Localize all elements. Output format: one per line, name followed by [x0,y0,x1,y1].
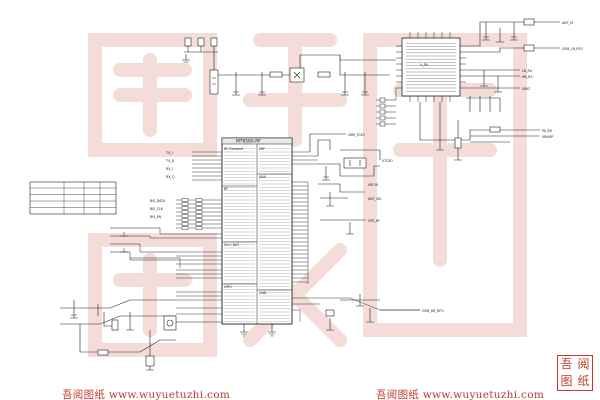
pa-module-label: U_PA [420,63,429,67]
rf-output-traces [466,18,560,112]
pa-bias-network [419,102,540,161]
bottom-left-network [60,299,222,371]
chip-section-gpio: GPIO [224,285,232,289]
net-vrf18: VRF18 [368,183,378,187]
tcxo-network [309,133,381,235]
watermark-left-text: 吾阅图纸 www.wuyuetuzhi.com [62,389,231,400]
chip-left-series-resistors [181,198,203,230]
config-table [29,181,117,215]
net-rx-q: RX_Q [166,175,175,179]
net-gps-rf: GPS_RF [368,219,380,223]
net-lb-out: GSM_LB_RFO [562,47,583,51]
chip-section-ana: ANA [259,175,267,179]
net-bsi-clk: BSI_CLK [150,207,164,211]
net-pa-en: PA_EN [542,129,553,133]
net-hb-in: HB_RX [522,75,533,79]
net-hb-out: GSM_HB_RFO [422,309,444,313]
main-ic: MT6580-RF RF Frontend RF Ctrl / DAT GPIO… [221,137,293,325]
seal-char: 纸 [577,374,590,388]
net-vramp: VRAMP [542,135,553,139]
pa-module: U_PA [396,32,466,102]
chip-name: MT6580-RF [236,139,261,145]
net-rx-i: RX_I [166,167,173,171]
pa-control-lines [339,55,397,127]
net-ant-sel: ANT_SEL [368,197,382,201]
net-bsi-en: BSI_EN [150,215,162,219]
power-filter-chain [184,37,390,96]
chip-section-ctrl: Ctrl / DAT [224,243,239,247]
net-vtcxo: VTCXO [382,159,393,163]
seal-char: 阅 [577,357,590,371]
net-lb-in: LB_RX [522,69,533,73]
watermark-seal: 吾 阅 图 纸 [557,355,593,391]
left-bus-wires [110,227,181,268]
chip-section-rf: RF [224,187,228,191]
watermark-right-text: 吾阅图纸 www.wuyuetuzhi.com [376,389,545,400]
chip-section-gnd: GND [259,291,267,295]
chip-right-pins [292,151,420,322]
seal-char: 吾 [560,357,573,371]
background-watermark [88,33,527,357]
ground-symbols [182,54,276,337]
net-vbat: VBAT [522,87,530,91]
antenna-switch-node [325,294,420,331]
net-bsi-data: BSI_DATA [150,199,166,203]
net-tcxo: 26M_TCXO [348,133,365,137]
net-tx-i: TX_I [165,151,173,155]
chip-section-vrf: VRF [259,147,265,151]
chip-section-rf-frontend: RF Frontend [224,147,243,151]
net-tx-q: TX_Q [165,159,175,163]
net-ant-main: ANT_M [562,21,573,25]
seal-char: 图 [560,374,573,388]
